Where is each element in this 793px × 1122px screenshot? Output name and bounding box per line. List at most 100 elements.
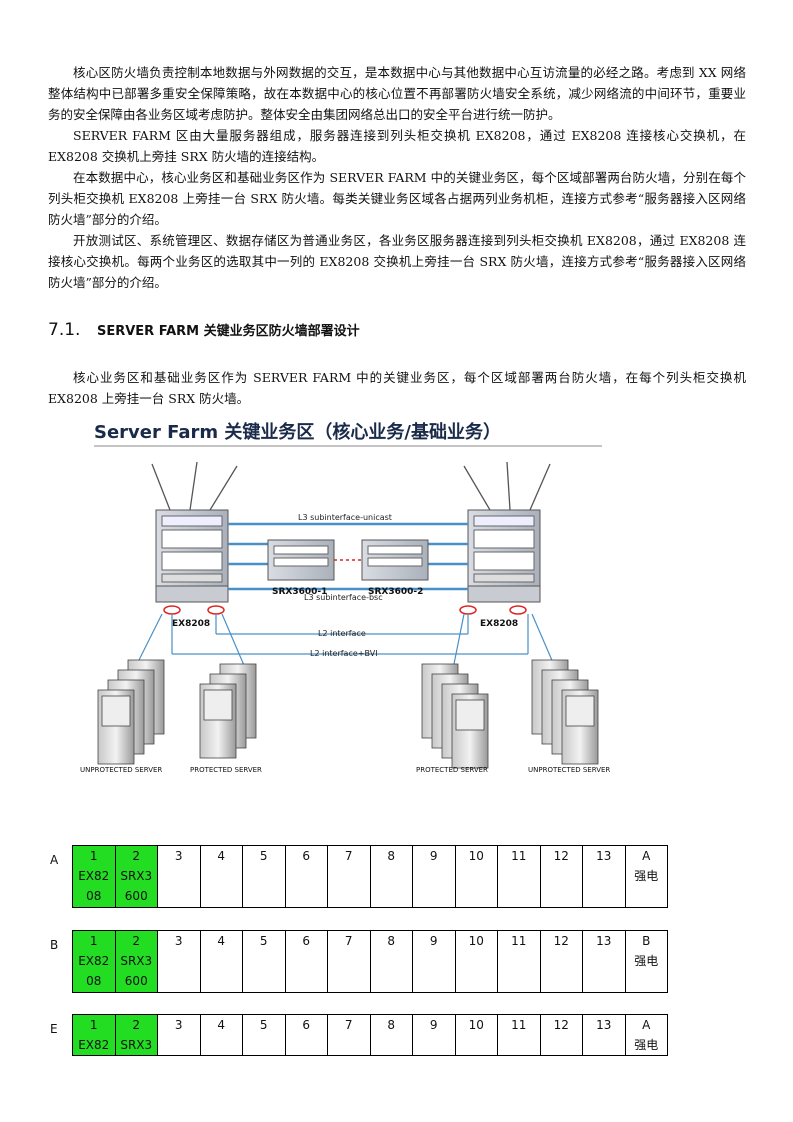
rack-cell-text: 6 [302, 934, 311, 948]
rack-cell-text: 8 [387, 849, 396, 863]
rack-cell: 4 [199, 1014, 243, 1056]
rack-cell-text: 5 [259, 849, 268, 863]
link-l3-bsc-label: L3 subinterface-bsc [304, 593, 383, 602]
rack-cell: 5 [242, 845, 286, 908]
switch-right-label: EX8208 [480, 619, 518, 629]
link-l3-unicast-label: L3 subinterface-unicast [298, 513, 392, 522]
rack-cell-text: 4 [217, 1018, 226, 1032]
rack-cell-text: 3 [174, 849, 183, 863]
server-stack-4 [531, 659, 599, 765]
rack-cell-text: 12 [553, 934, 569, 948]
paragraph-server-farm: SERVER FARM 区由大量服务器组成，服务器连接到列头柜交换机 EX820… [48, 128, 746, 164]
rack-cell-text: 11 [511, 934, 527, 948]
rack-cell: 12 [539, 930, 583, 993]
rack-cell: 9 [412, 1014, 456, 1056]
rack-cell-text: 6 [302, 1018, 311, 1032]
rack-cell-text: SRX3 [120, 869, 153, 883]
rack-cell-text: A [642, 1018, 651, 1032]
diagram-title: Server Farm 关键业务区（核心业务/基础业务） [94, 421, 501, 443]
firewall-right-label: SRX3600-2 [368, 587, 423, 597]
rack-cell-text: 强电 [634, 869, 659, 883]
paragraph-normal-zones: 开放测试区、系统管理区、数据存储区为普通业务区，各业务区服务器连接到列头柜交换机… [48, 233, 746, 290]
rack-cell: 4 [199, 845, 243, 908]
rack-cell-text: 1 [89, 849, 98, 863]
rack-cell: 3 [157, 845, 201, 908]
rack-cell: 6 [284, 845, 328, 908]
rack-cell-text: 600 [124, 889, 148, 903]
rack-cell-text: 12 [553, 1018, 569, 1032]
rack-cell-text: 12 [553, 849, 569, 863]
rack-cell: 5 [242, 930, 286, 993]
rack-cell: 7 [327, 1014, 371, 1056]
rack-cell-text: EX82 [78, 954, 110, 968]
server-stack-1 [97, 659, 165, 765]
server-label-1: UNPROTECTED SERVER [80, 766, 162, 774]
rack-cell-text: 13 [596, 1018, 612, 1032]
rack-cell-text: 600 [124, 974, 148, 988]
rack-cell-text: 7 [344, 1018, 353, 1032]
section-title: SERVER FARM 关键业务区防火墙部署设计 [96, 324, 360, 339]
section-heading: 7.1. SERVER FARM 关键业务区防火墙部署设计 [48, 320, 360, 340]
rack-cell-text: 2 [132, 849, 141, 863]
rack-cell-text: SRX3 [120, 954, 153, 968]
switch-left-chassis [155, 509, 229, 603]
rack-cell-text: 1 [89, 1018, 98, 1032]
rack-cell-text: 08 [86, 889, 102, 903]
server-label-3: PROTECTED SERVER [416, 766, 488, 774]
rack-cell-text: 10 [468, 1018, 484, 1032]
section-paragraph: 核心业务区和基础业务区作为 SERVER FARM 中的关键业务区，每个区域部署… [48, 370, 746, 406]
server-stack-2 [199, 663, 257, 759]
rack-cell: 13 [582, 1014, 626, 1056]
rack-cell: 12 [539, 1014, 583, 1056]
rack-row-label: B [50, 938, 59, 952]
rack-cell-text: 11 [511, 849, 527, 863]
section-number: 7.1. [48, 320, 81, 340]
firewall-left-label: SRX3600-1 [272, 587, 327, 597]
rack-cell-text: 1 [89, 934, 98, 948]
rack-cell-text: 9 [429, 849, 438, 863]
rack-cell: 4 [199, 930, 243, 993]
switch-right-chassis [467, 509, 541, 603]
rack-cell: 9 [412, 930, 456, 993]
rack-cell-text: 5 [259, 1018, 268, 1032]
rack-cell: 10 [454, 1014, 498, 1056]
rack-cell-text: 10 [468, 849, 484, 863]
server-label-4: UNPROTECTED SERVER [528, 766, 610, 774]
rack-cell-text: 4 [217, 849, 226, 863]
rack-cell-text: 11 [511, 1018, 527, 1032]
paragraph-key-zones: 在本数据中心，核心业务区和基础业务区作为 SERVER FARM 中的关键业务区… [48, 170, 746, 227]
paragraph-core-firewall: 核心区防火墙负责控制本地数据与外网数据的交互，是本数据中心与其他数据中心互访流量… [48, 65, 746, 122]
rack-cell: 13 [582, 845, 626, 908]
l2-links [131, 613, 558, 685]
rack-cell: 11 [497, 845, 541, 908]
rack-cell-text: 4 [217, 934, 226, 948]
server-stack-3 [421, 663, 489, 769]
rack-cell-text: 7 [344, 934, 353, 948]
rack-cell-text: SRX3 [120, 1038, 153, 1052]
rack-cell-text: 6 [302, 849, 311, 863]
rack-cell: 8 [369, 1014, 413, 1056]
firewall-right-chassis [361, 539, 429, 581]
rack-cell-text: 08 [86, 974, 102, 988]
rack-cell-text: 强电 [634, 1038, 659, 1052]
firewall-left-chassis [267, 539, 335, 581]
rack-cell-text: 7 [344, 849, 353, 863]
rack-row-label: E [50, 1022, 58, 1036]
link-l2-bvi-label: L2 interface+BVI [310, 649, 378, 658]
rack-cell-text: 8 [387, 1018, 396, 1032]
server-farm-diagram: Server Farm 关键业务区（核心业务/基础业务） [80, 421, 610, 774]
rack-cell: 3 [157, 930, 201, 993]
rack-cell: 3 [157, 1014, 201, 1056]
rack-cell-text: A [642, 849, 651, 863]
rack-cell: A 强电 [624, 1014, 668, 1056]
rack-cell: A 强电 [624, 845, 668, 908]
switch-left-label: EX8208 [172, 619, 210, 629]
rack-cell-text: 3 [174, 1018, 183, 1032]
